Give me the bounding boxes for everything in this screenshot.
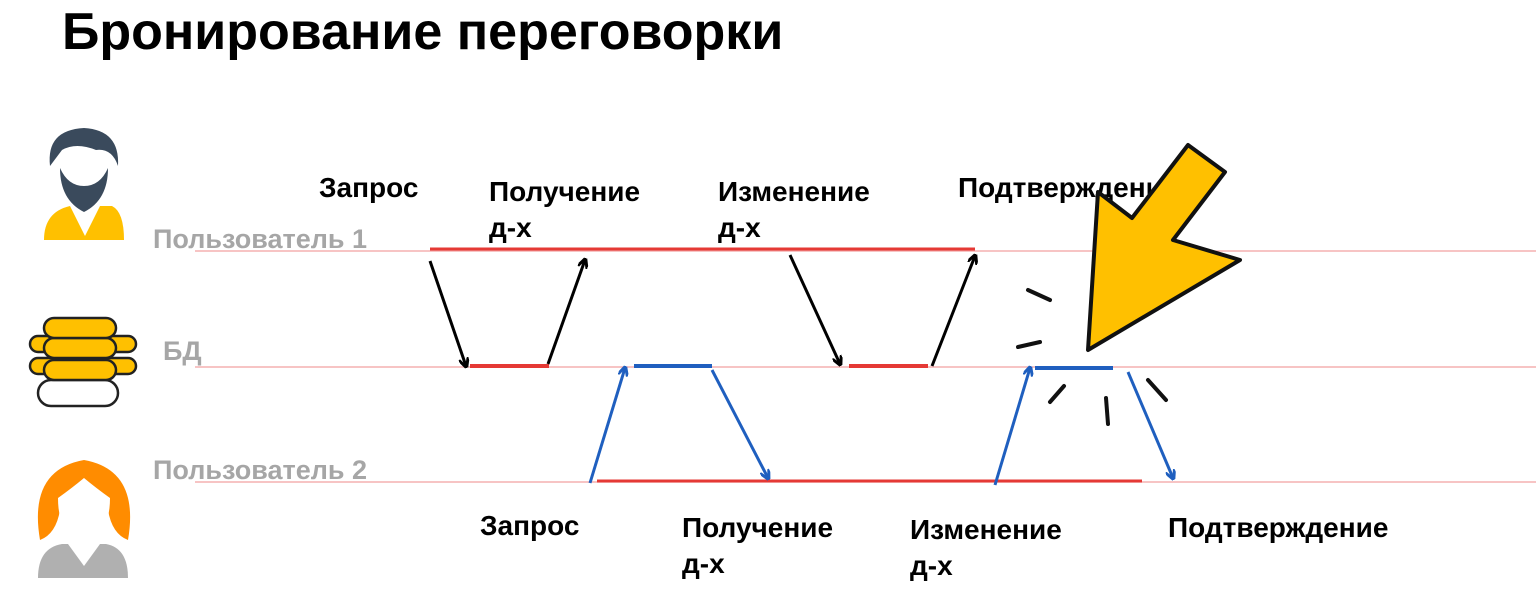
user2-confirm-arrow [1126, 371, 1173, 478]
user1-step-receive-line2: д-х [489, 212, 532, 243]
user1-avatar-icon [44, 128, 124, 240]
user2-step-receive-line2: д-х [682, 548, 725, 579]
user2-step-request: Запрос [480, 510, 580, 541]
lane-label-db: БД [163, 336, 202, 366]
user2-request-arrow [588, 368, 625, 484]
user1-step-request: Запрос [319, 172, 419, 203]
database-icon [28, 316, 138, 408]
user2-step-change-line1: Изменение [910, 514, 1062, 545]
user1-request-arrow [428, 260, 466, 366]
user1-step-receive: Получение д-х [489, 174, 640, 246]
user1-step-confirm: Подтверждение [958, 172, 1179, 203]
user2-receive-arrow [710, 369, 768, 478]
conflict-burst-icon [1016, 288, 1168, 426]
lane-label-user2: Пользователь 2 [153, 455, 367, 485]
user1-step-receive-line1: Получение [489, 176, 641, 207]
lane-label-user1: Пользователь 1 [153, 224, 367, 254]
user1-receive-arrow [546, 260, 585, 365]
user2-avatar-icon [37, 460, 131, 578]
user1-step-change-line1: Изменение [718, 176, 870, 207]
user2-step-receive-line1: Получение [682, 512, 834, 543]
user1-change-arrow [788, 254, 840, 364]
user2-step-receive: Получение д-х [682, 510, 833, 582]
page-title: Бронирование переговорки [62, 3, 784, 61]
user2-step-confirm: Подтверждение [1168, 512, 1389, 543]
user1-step-change: Изменение д-х [718, 174, 870, 246]
user2-step-change-line2: д-х [910, 550, 953, 581]
user1-step-change-line2: д-х [718, 212, 761, 243]
user1-confirm-arrow [930, 256, 975, 367]
user2-change-arrow [993, 368, 1030, 486]
user2-step-change: Изменение д-х [910, 512, 1062, 584]
pointer-arrow-icon [1086, 143, 1242, 352]
